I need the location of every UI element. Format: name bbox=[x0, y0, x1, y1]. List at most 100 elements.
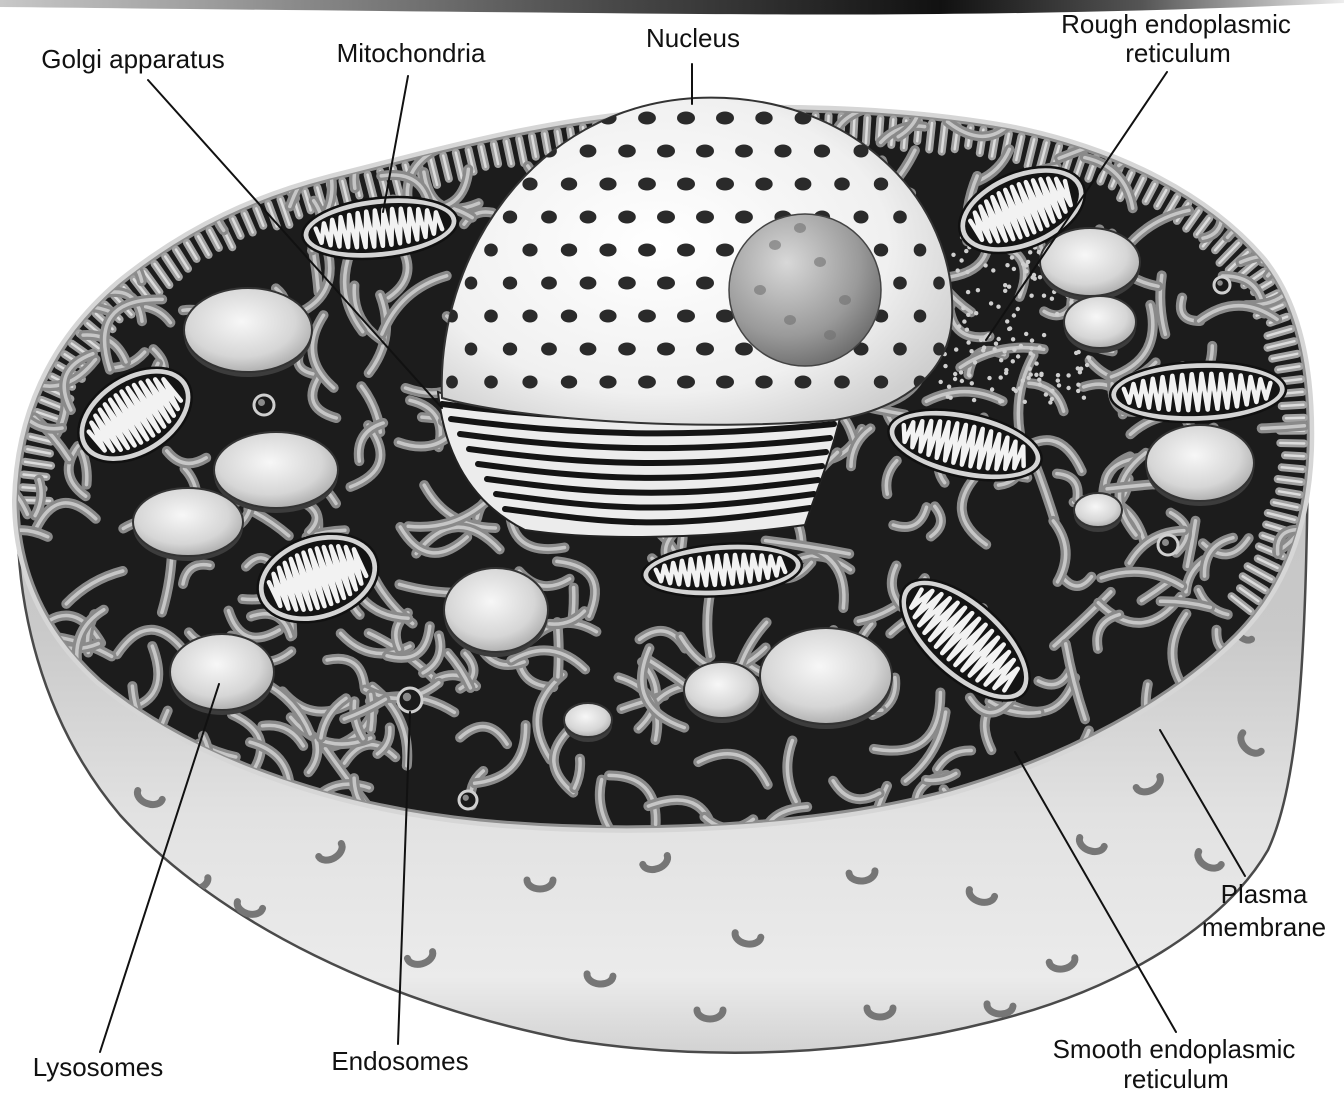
ribosome bbox=[1034, 361, 1038, 365]
endosome bbox=[1158, 535, 1178, 555]
lysosome bbox=[170, 634, 274, 715]
ribosome bbox=[1039, 373, 1043, 377]
ribosome bbox=[946, 395, 950, 399]
nuclear-pore bbox=[599, 310, 616, 323]
er-tubule bbox=[28, 166, 97, 203]
ribosome bbox=[960, 379, 964, 383]
lysosome-body bbox=[684, 662, 760, 718]
ribosome bbox=[1032, 273, 1036, 277]
ribosome bbox=[1082, 396, 1086, 400]
nuclear-pore bbox=[893, 211, 907, 224]
nuclear-pore bbox=[677, 376, 695, 389]
ribosome bbox=[1012, 348, 1016, 352]
ribosome bbox=[967, 373, 971, 377]
ribosome bbox=[1002, 349, 1006, 353]
ribosome bbox=[966, 340, 970, 344]
lysosome-body bbox=[170, 634, 274, 710]
ribosome bbox=[1030, 338, 1034, 342]
ribosome bbox=[996, 305, 1000, 309]
nuclear-pore bbox=[716, 178, 734, 191]
ribosome bbox=[1012, 313, 1016, 317]
lysosome bbox=[1146, 425, 1254, 506]
ribosome bbox=[1076, 389, 1080, 393]
nuclear-pore bbox=[657, 277, 675, 290]
er-tubule-highlight bbox=[68, 74, 92, 126]
nuclear-pore bbox=[933, 277, 945, 290]
er-tubule-highlight bbox=[67, 74, 77, 125]
nuclear-pore bbox=[893, 277, 907, 290]
er-tubule-highlight bbox=[0, 188, 51, 209]
er-tubule bbox=[412, 98, 457, 140]
nuclear-pore bbox=[834, 178, 850, 191]
ribosome bbox=[951, 253, 955, 257]
ribosome bbox=[966, 290, 970, 294]
nuclear-pore bbox=[561, 310, 577, 323]
label-golgi-apparatus: Golgi apparatus bbox=[41, 44, 225, 74]
nuclear-pore bbox=[774, 145, 791, 158]
ribosome bbox=[965, 328, 969, 332]
ribosome bbox=[1056, 378, 1060, 382]
nuclear-pore bbox=[580, 145, 597, 158]
ribosome bbox=[1086, 355, 1090, 359]
er-tubule bbox=[1238, 133, 1298, 188]
ribosome bbox=[1042, 294, 1046, 298]
nuclear-pore bbox=[541, 343, 557, 356]
er-tubule-highlight bbox=[109, 167, 152, 200]
nuclear-pore bbox=[874, 244, 888, 257]
er-tubule-highlight bbox=[158, 153, 201, 172]
ribosome bbox=[957, 324, 961, 328]
ribosome bbox=[1038, 275, 1042, 279]
ribosome bbox=[1029, 351, 1033, 355]
nuclear-pore bbox=[522, 310, 537, 323]
nuclear-pore bbox=[446, 376, 458, 389]
endosome-membrane bbox=[459, 791, 477, 809]
nuclear-pore bbox=[618, 211, 636, 224]
er-tubule-highlight bbox=[92, 146, 105, 189]
lysosome-body bbox=[184, 288, 312, 372]
nuclear-pore bbox=[618, 343, 636, 356]
er-tubule-highlight bbox=[1170, 157, 1208, 169]
nuclear-pore bbox=[735, 145, 753, 158]
nuclear-pore bbox=[696, 211, 714, 224]
lysosome-body bbox=[1146, 425, 1254, 501]
ribosome bbox=[1011, 337, 1015, 341]
ribosome bbox=[1005, 263, 1009, 267]
nuclear-pore bbox=[696, 277, 714, 290]
nuclear-pore bbox=[541, 211, 557, 224]
ribosome bbox=[1007, 285, 1011, 289]
ribosome bbox=[1003, 289, 1007, 293]
nuclear-pore bbox=[522, 244, 537, 257]
ribosome bbox=[983, 263, 987, 267]
ribosome bbox=[953, 377, 957, 381]
nuclear-pore bbox=[503, 277, 517, 290]
nuclear-pore bbox=[580, 343, 597, 356]
ribosome bbox=[1034, 373, 1038, 377]
ribosome bbox=[947, 385, 951, 389]
er-tubule-highlight bbox=[152, 181, 169, 219]
er-tubule bbox=[0, 188, 51, 209]
er-tubule bbox=[1247, 139, 1272, 203]
ribosome bbox=[1010, 255, 1014, 259]
lysosome bbox=[1074, 493, 1122, 532]
er-tubule bbox=[270, 153, 298, 165]
er-tubule-highlight bbox=[1143, 75, 1188, 144]
label-smooth-er-line1: Smooth endoplasmic bbox=[1053, 1034, 1296, 1064]
cortex-tubule-highlight bbox=[1286, 418, 1304, 419]
er-tubule-highlight bbox=[0, 121, 45, 144]
er-tubule bbox=[61, 130, 84, 168]
ribosome bbox=[1026, 260, 1030, 264]
er-tubule bbox=[69, 184, 108, 197]
nuclear-pore bbox=[716, 376, 734, 389]
ribosome bbox=[1003, 283, 1007, 287]
nuclear-pore bbox=[580, 277, 597, 290]
cortex-tubule-highlight bbox=[866, 118, 868, 144]
endosome-membrane bbox=[1214, 277, 1230, 293]
ribosome bbox=[987, 376, 991, 380]
ribosome bbox=[972, 398, 976, 402]
ribosome bbox=[1056, 373, 1060, 377]
er-tubule-highlight bbox=[1247, 139, 1272, 203]
nuclear-pore bbox=[638, 376, 656, 389]
er-tubule-highlight bbox=[28, 166, 97, 203]
nuclear-pore bbox=[696, 343, 714, 356]
